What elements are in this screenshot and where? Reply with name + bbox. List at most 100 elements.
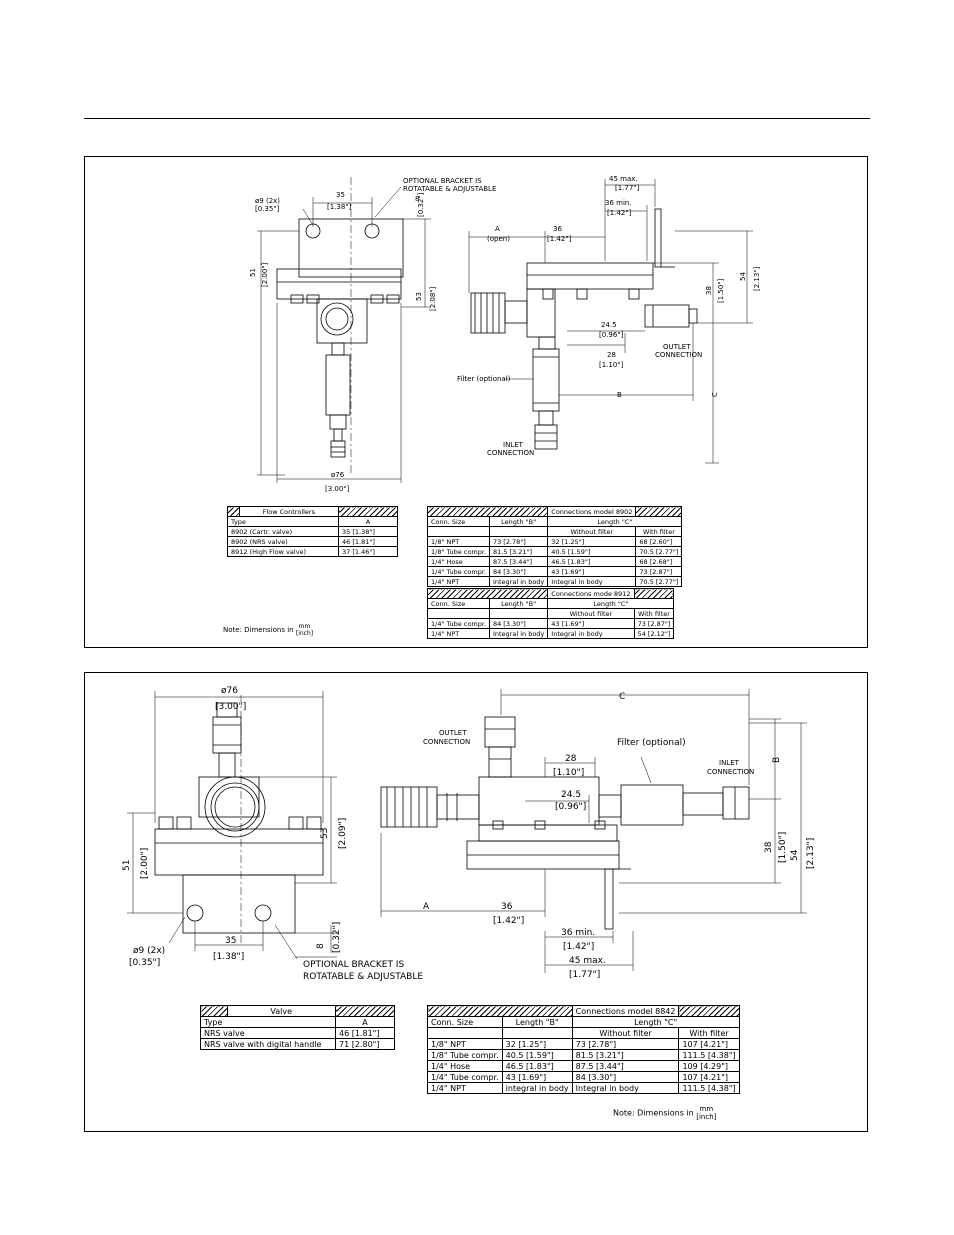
- column-header: Type: [227, 516, 339, 527]
- hole-spacing-inch-label: [1.38"]: [213, 952, 244, 962]
- height-38-inch-label: [1.50"]: [717, 278, 725, 303]
- height-54-inch-label: [2.13"]: [753, 266, 761, 291]
- outlet-label-line1: OUTLET: [439, 729, 467, 737]
- outlet-label-line2: CONNECTION: [423, 738, 470, 746]
- side-view: [380, 716, 750, 930]
- inlet-label-line1: INLET: [503, 441, 524, 449]
- height-54-label: 54: [739, 272, 747, 281]
- dim-24-5-inch-label: [0.96"]: [599, 331, 624, 339]
- table-cell: 1/8" Tube compr.: [427, 546, 490, 557]
- table-cell: 73 [2.78"]: [571, 1038, 680, 1050]
- table-title: Connections model 8842: [571, 1005, 680, 1017]
- units-note-mm: mm: [699, 1105, 714, 1113]
- front-view-dimensions: [127, 691, 337, 960]
- table-cell: 1/4" Hose: [427, 1060, 503, 1072]
- hole-diameter-inch-label: [0.35"]: [255, 205, 280, 213]
- bracket-thickness-label: 8: [316, 943, 326, 949]
- table-cell: 73 [2.87"]: [633, 618, 675, 629]
- table-cell: 73 [2.87"]: [635, 566, 683, 577]
- table-cell: NRS valve with digital handle: [200, 1038, 336, 1050]
- table-cell: 35 [1.38"]: [338, 526, 398, 537]
- height-53-inch-label: [2.09"]: [338, 818, 348, 849]
- dim-36-label: 36: [501, 902, 513, 912]
- units-note-inch: [inch]: [295, 630, 314, 637]
- table-cell: 46.5 [1.83"]: [501, 1060, 573, 1072]
- table-cell: 1/4" Tube compr.: [427, 566, 490, 577]
- column-subheader: With filter: [635, 526, 683, 537]
- panel2-labels: ø76 [3.00"] 51 [2.00"] 53 [2.09"] ø9 (2x…: [122, 686, 816, 982]
- table-cell: 109 [4.29"]: [678, 1060, 740, 1072]
- outlet-label-line1: OUTLET: [663, 343, 691, 351]
- height-38-inch-label: [1.50"]: [778, 832, 788, 863]
- table-title: Valve: [226, 1005, 336, 1017]
- front-view: [276, 177, 404, 475]
- height-53-inch-label: [2.08"]: [429, 286, 437, 311]
- hole-diameter-label: ø9 (2x): [255, 197, 280, 205]
- table-cell: 68 [2.68"]: [635, 556, 683, 567]
- inlet-label-line1: INLET: [719, 759, 740, 767]
- units-note-text: Note: Dimensions in: [223, 626, 294, 634]
- table-cell: 1/4" NPT: [427, 1082, 503, 1094]
- filter-label: Filter (optional): [457, 375, 511, 383]
- table-cell: 32 [1.25"]: [501, 1038, 573, 1050]
- table-title: Flow Controllers: [238, 506, 340, 517]
- table-cell: 73 [2.78"]: [488, 536, 549, 547]
- side-view-dimensions: [468, 179, 753, 464]
- table-cell: 70.5 [2.77"]: [635, 546, 683, 557]
- column-header: A: [338, 516, 398, 527]
- table-cell: Integral in body: [571, 1082, 680, 1094]
- table-cell: 43 [1.69"]: [501, 1071, 573, 1083]
- min-36-inch-label: [1.42"]: [607, 209, 632, 217]
- column-header: Conn. Size: [427, 516, 490, 527]
- table-cell: 111.5 [4.38"]: [678, 1049, 740, 1061]
- valve-drawing-panel: ø76 [3.00"] 51 [2.00"] 53 [2.09"] ø9 (2x…: [84, 672, 868, 1132]
- body-diameter-inch-label: [3.00"]: [215, 702, 246, 712]
- table-cell: 1/8" Tube compr.: [427, 1049, 503, 1061]
- table-title: Connections mode 8912: [547, 588, 635, 599]
- column-header: Length "B": [488, 516, 549, 527]
- dim-28-inch-label: [1.10"]: [599, 361, 624, 369]
- dim-c-label: C: [619, 692, 625, 702]
- table-cell: 68 [2.60"]: [635, 536, 683, 547]
- column-subheader: Without filter: [547, 526, 637, 537]
- outlet-label-line2: CONNECTION: [655, 351, 702, 359]
- table-cell: 46 [1.81"]: [335, 1027, 395, 1039]
- max-45-inch-label: [1.77"]: [569, 970, 600, 980]
- dim-36-label: 36: [553, 225, 562, 233]
- units-note: Note: Dimensions in mm [inch]: [223, 623, 313, 637]
- height-38-label: 38: [764, 841, 774, 853]
- column-header: Conn. Size: [427, 1016, 503, 1028]
- column-header: Length "C": [547, 516, 683, 527]
- height-51-inch-label: [2.00"]: [261, 262, 269, 287]
- dim-24-5-inch-label: [0.96"]: [555, 802, 586, 812]
- front-view-dimensions: [257, 186, 431, 483]
- flow-controller-drawing: ø9 (2x) [0.35"] OPTIONAL BRACKET IS ROTA…: [249, 175, 761, 493]
- table-cell: 54 [2.12"]: [633, 628, 675, 639]
- table-cell: 84 [3.30"]: [488, 566, 549, 577]
- table-cell: Integral in body: [547, 628, 635, 639]
- table-cell: 70.5 [2.77"]: [635, 576, 683, 587]
- min-36-inch-label: [1.42"]: [563, 942, 594, 952]
- dim-b-label: B: [772, 757, 782, 763]
- table-cell: 43 [1.69"]: [547, 618, 635, 629]
- table-cell: 84 [3.30"]: [571, 1071, 680, 1083]
- body-diameter-inch-label: [3.00"]: [325, 485, 350, 493]
- hole-spacing-inch-label: [1.38"]: [327, 203, 352, 211]
- bracket-note-line2: ROTATABLE & ADJUSTABLE: [303, 972, 423, 982]
- header-rule: [84, 118, 870, 119]
- column-header: A: [335, 1016, 395, 1028]
- table-cell: 111.5 [4.38"]: [678, 1082, 740, 1094]
- table-cell: 81.5 [3.21"]: [571, 1049, 680, 1061]
- dim-36-inch-label: [1.42"]: [547, 235, 572, 243]
- flow-controller-drawing-panel: ø9 (2x) [0.35"] OPTIONAL BRACKET IS ROTA…: [84, 156, 868, 648]
- height-51-label: 51: [249, 268, 257, 277]
- side-view-dimensions: [380, 689, 807, 973]
- max-45-label: 45 max.: [569, 956, 606, 966]
- table-cell: 1/4" NPT: [427, 576, 490, 587]
- table-cell: 8912 (High Flow valve): [227, 546, 339, 557]
- dim-28-label: 28: [565, 754, 577, 764]
- hole-spacing-label: 35: [336, 191, 345, 199]
